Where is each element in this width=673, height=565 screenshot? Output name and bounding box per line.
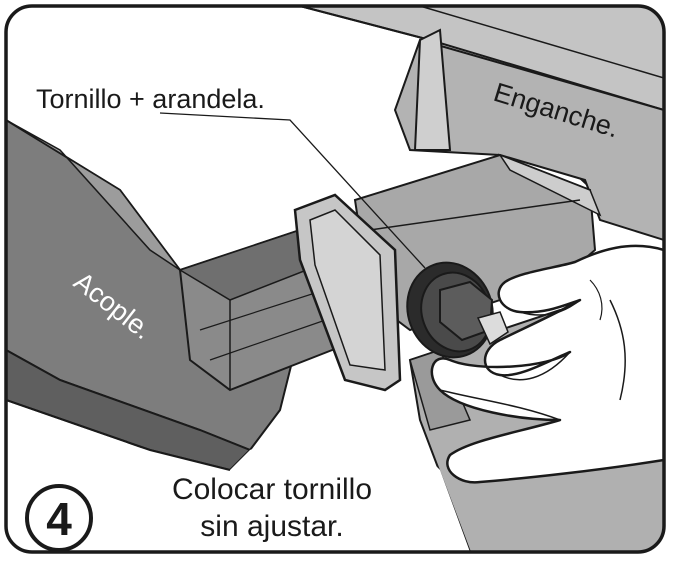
- callout-leader-line: [159, 112, 426, 269]
- hand: [430, 244, 664, 484]
- callout-label: Tornillo + arandela.: [36, 84, 265, 114]
- instruction-line-2: sin ajustar.: [200, 510, 343, 543]
- instruction-line-1: Colocar tornillo: [172, 473, 372, 506]
- step-badge: 4: [25, 484, 93, 552]
- tube-collar: [293, 193, 402, 392]
- bolt-washer: [406, 261, 509, 359]
- step-number: 4: [46, 493, 72, 545]
- panel-frame: [4, 4, 666, 554]
